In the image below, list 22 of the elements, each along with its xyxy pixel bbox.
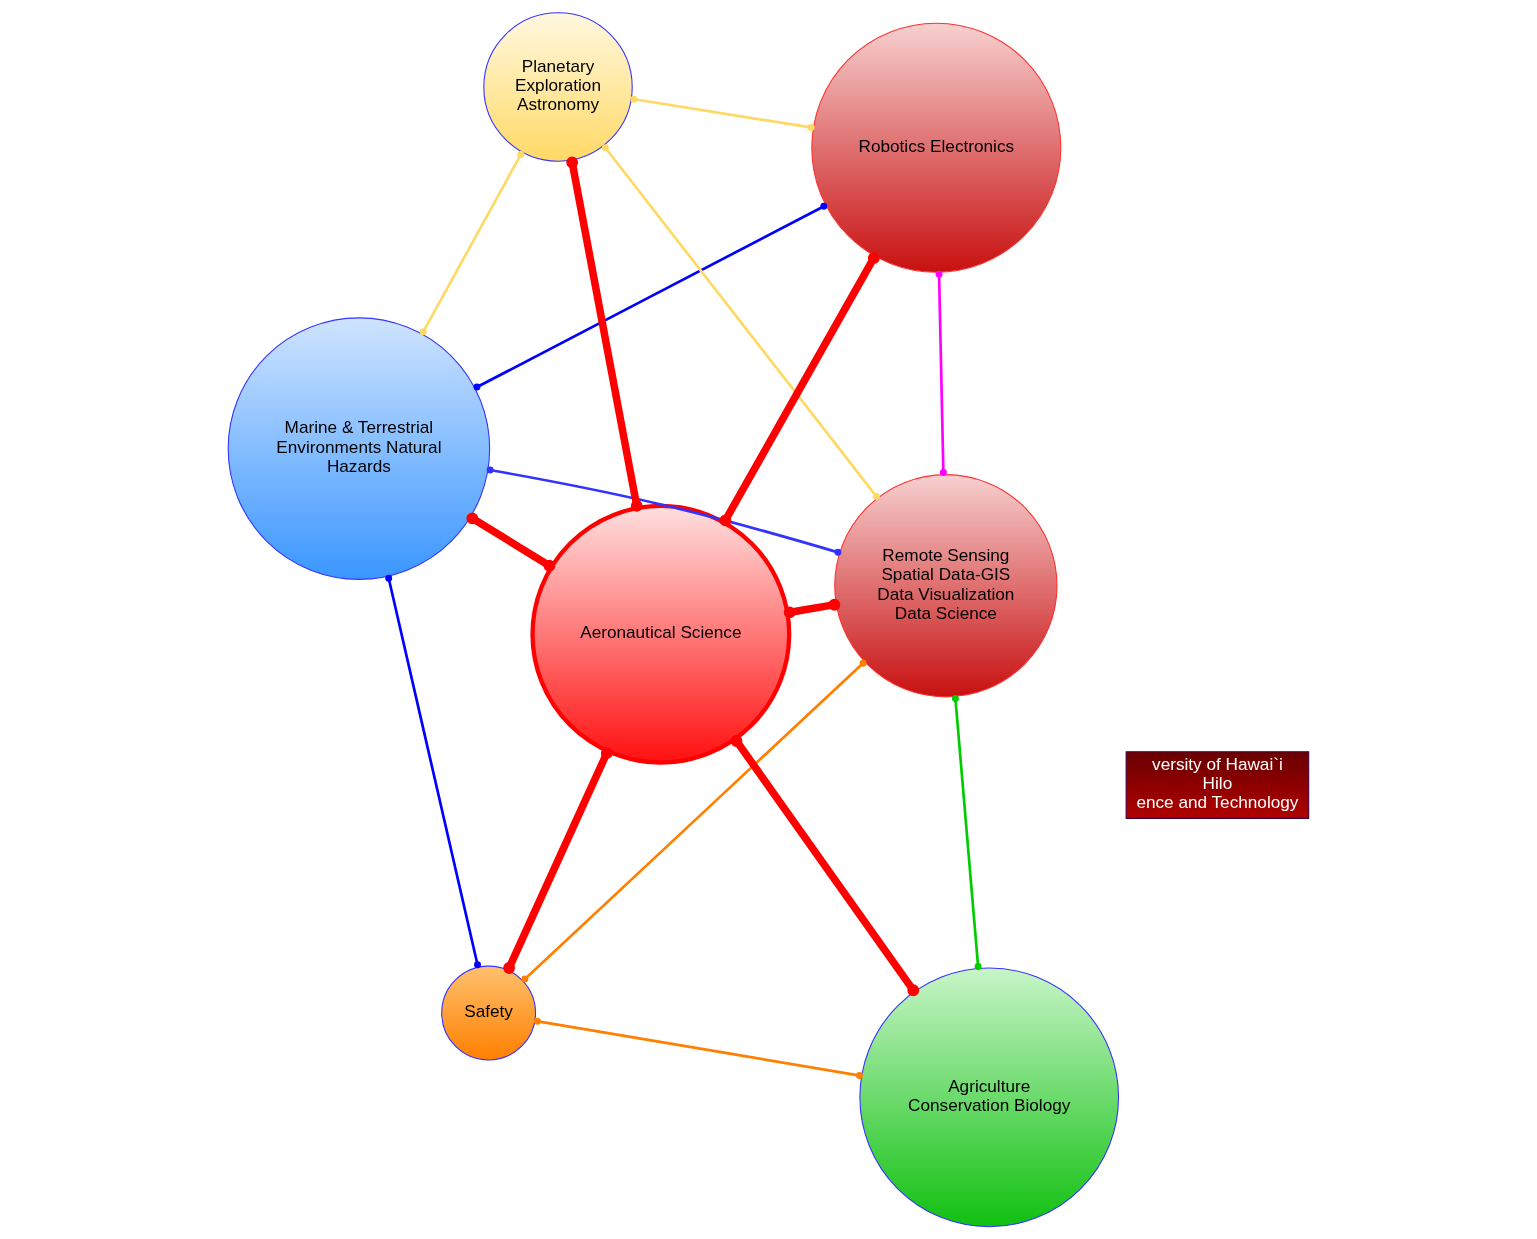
node-circle: Agriculture Conservation Biology — [859, 967, 1120, 1228]
connector — [473, 202, 828, 391]
connector — [783, 598, 841, 619]
connector — [503, 747, 613, 974]
connector — [630, 95, 815, 132]
connector — [466, 512, 556, 572]
connector — [419, 151, 525, 336]
node-box: versity of Hawai`i Hilo ence and Technology — [1125, 751, 1310, 819]
connector — [533, 1017, 863, 1079]
connector — [730, 735, 920, 997]
connector — [935, 270, 947, 476]
connector — [566, 156, 643, 512]
node-circle: Safety — [441, 965, 537, 1061]
connector — [719, 252, 880, 527]
node-circle: Aeronautical Science — [530, 503, 792, 765]
connector — [951, 694, 982, 970]
connector — [385, 574, 481, 969]
connector — [601, 144, 880, 500]
connector — [486, 466, 842, 556]
node-circle: Planetary Exploration Astronomy — [483, 12, 633, 162]
connector — [521, 659, 867, 983]
node-circle: Robotics Electronics — [811, 22, 1062, 273]
